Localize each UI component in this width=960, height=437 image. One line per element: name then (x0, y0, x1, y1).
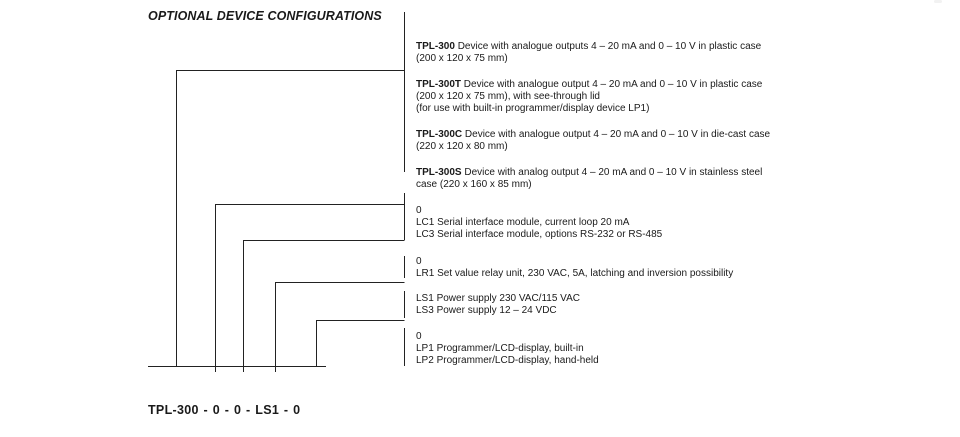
variant-detail: (220 x 120 x 80 mm) (416, 141, 508, 152)
variant-code: TPL-300T (416, 79, 462, 90)
variant-detail: (for use with built-in programmer/displa… (416, 103, 650, 114)
programmer-options: 0 LP1 Programmer/LCD-display, built-in L… (416, 331, 599, 367)
variant-tpl300: TPL-300 Device with analogue outputs 4 –… (416, 41, 761, 65)
page-heading: OPTIONAL DEVICE CONFIGURATIONS (148, 9, 382, 23)
variant-code: TPL-300 (416, 41, 455, 52)
variant-desc: Device with analogue output 4 – 20 mA an… (464, 129, 771, 140)
variant-detail: (200 x 120 x 75 mm), with see-through li… (416, 91, 600, 102)
option-item: LP2 Programmer/LCD-display, hand-held (416, 355, 599, 366)
option-item: LR1 Set value relay unit, 230 VAC, 5A, l… (416, 268, 734, 279)
option-item: 0 (416, 256, 422, 267)
variant-code: TPL-300C (416, 129, 463, 140)
variant-desc: Device with analogue outputs 4 – 20 mA a… (457, 41, 762, 52)
variant-desc: Device with analogue output 4 – 20 mA an… (463, 79, 763, 90)
variant-detail: (200 x 120 x 75 mm) (416, 53, 508, 64)
variant-detail: case (220 x 160 x 85 mm) (416, 179, 532, 190)
variant-tpl300s: TPL-300S Device with analog output 4 – 2… (416, 167, 762, 191)
option-item: 0 (416, 205, 422, 216)
variant-desc: Device with analog output 4 – 20 mA and … (464, 167, 763, 178)
option-item: LS1 Power supply 230 VAC/115 VAC (416, 293, 580, 304)
variant-code: TPL-300S (416, 167, 462, 178)
relay-options: 0 LR1 Set value relay unit, 230 VAC, 5A,… (416, 256, 733, 280)
power-options: LS1 Power supply 230 VAC/115 VAC LS3 Pow… (416, 293, 580, 317)
example-order-code: TPL-300 - 0 - 0 - LS1 - 0 (148, 403, 301, 417)
variant-tpl300c: TPL-300C Device with analogue output 4 –… (416, 129, 770, 153)
option-item: 0 (416, 331, 422, 342)
option-item: LP1 Programmer/LCD-display, built-in (416, 343, 584, 354)
serial-options: 0 LC1 Serial interface module, current l… (416, 205, 662, 241)
option-item: LC3 Serial interface module, options RS-… (416, 229, 663, 240)
variant-tpl300t: TPL-300T Device with analogue output 4 –… (416, 79, 762, 115)
option-item: LC1 Serial interface module, current loo… (416, 217, 630, 228)
corner-mark (934, 0, 942, 3)
option-item: LS3 Power supply 12 – 24 VDC (416, 305, 557, 316)
